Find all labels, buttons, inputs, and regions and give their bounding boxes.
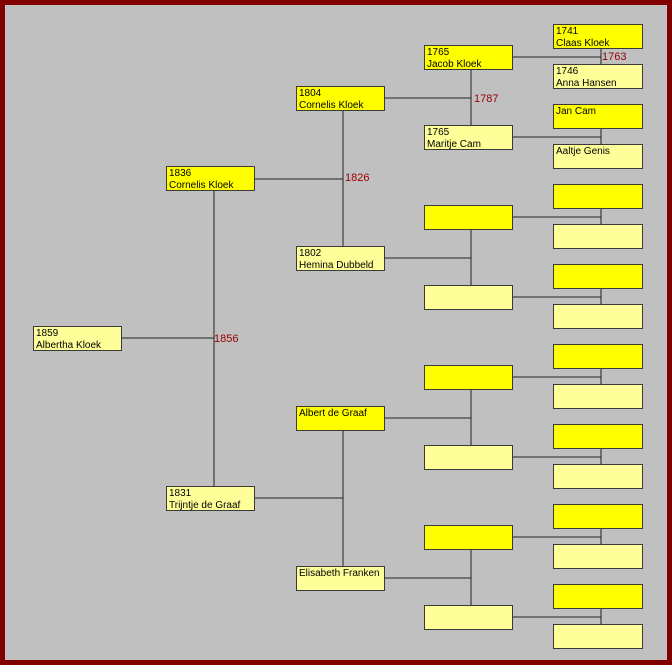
person-year: 1765 <box>427 47 450 58</box>
person-box-jan-cam[interactable]: Jan Cam <box>553 104 643 129</box>
person-box-albertha-kloek[interactable]: 1859 Albertha Kloek <box>33 326 122 351</box>
person-name: Cornelis Kloek <box>169 180 234 191</box>
person-name: Jan Cam <box>556 106 597 117</box>
person-year: 1741 <box>556 26 579 37</box>
person-year: 1746 <box>556 66 579 77</box>
marriage-year: 1826 <box>345 172 370 184</box>
person-box-empty[interactable] <box>553 224 643 249</box>
person-box-elisabeth-franken[interactable]: Elisabeth Franken <box>296 566 385 591</box>
marriage-year: 1763 <box>602 51 627 63</box>
person-box-empty[interactable] <box>424 205 513 230</box>
person-name: Albert de Graaf <box>299 408 367 419</box>
person-box-cornelis-kloek-1804[interactable]: 1804 Cornelis Kloek <box>296 86 385 111</box>
person-box-empty[interactable] <box>424 525 513 550</box>
person-name: Anna Hansen <box>556 78 617 89</box>
person-box-trijntje-de-graaf[interactable]: 1831 Trijntje de Graaf <box>166 486 255 511</box>
person-name: Maritje Cam <box>427 139 481 150</box>
person-box-albert-de-graaf[interactable]: Albert de Graaf <box>296 406 385 431</box>
person-year: 1765 <box>427 127 450 138</box>
person-box-empty[interactable] <box>553 344 643 369</box>
person-box-hemina-dubbeld[interactable]: 1802 Hemina Dubbeld <box>296 246 385 271</box>
person-year: 1802 <box>299 248 322 259</box>
person-box-empty[interactable] <box>553 184 643 209</box>
person-name: Claas Kloek <box>556 38 610 49</box>
person-box-anna-hansen[interactable]: 1746 Anna Hansen <box>553 64 643 89</box>
person-name: Elisabeth Franken <box>299 568 380 579</box>
person-year: 1831 <box>169 488 192 499</box>
person-box-empty[interactable] <box>553 624 643 649</box>
person-box-empty[interactable] <box>553 464 643 489</box>
person-box-empty[interactable] <box>553 264 643 289</box>
person-box-aaltje-genis[interactable]: Aaltje Genis <box>553 144 643 169</box>
person-box-empty[interactable] <box>424 605 513 630</box>
person-name: Albertha Kloek <box>36 340 102 351</box>
person-box-empty[interactable] <box>424 365 513 390</box>
person-box-empty[interactable] <box>553 504 643 529</box>
person-year: 1859 <box>36 328 59 339</box>
person-name: Hemina Dubbeld <box>299 260 374 271</box>
person-box-empty[interactable] <box>553 424 643 449</box>
marriage-year: 1856 <box>214 333 239 345</box>
person-year: 1804 <box>299 88 322 99</box>
person-box-empty[interactable] <box>424 445 513 470</box>
person-box-claas-kloek[interactable]: 1741 Claas Kloek <box>553 24 643 49</box>
person-year: 1836 <box>169 168 192 179</box>
marriage-year: 1787 <box>474 93 499 105</box>
person-name: Jacob Kloek <box>427 59 482 70</box>
person-box-empty[interactable] <box>553 304 643 329</box>
person-box-maritje-cam[interactable]: 1765 Maritje Cam <box>424 125 513 150</box>
person-name: Trijntje de Graaf <box>169 500 241 511</box>
person-box-cornelis-kloek-1836[interactable]: 1836 Cornelis Kloek <box>166 166 255 191</box>
person-box-empty[interactable] <box>553 584 643 609</box>
person-box-empty[interactable] <box>553 544 643 569</box>
person-name: Cornelis Kloek <box>299 100 364 111</box>
person-box-empty[interactable] <box>424 285 513 310</box>
person-name: Aaltje Genis <box>556 146 610 157</box>
person-box-empty[interactable] <box>553 384 643 409</box>
person-box-jacob-kloek[interactable]: 1765 Jacob Kloek <box>424 45 513 70</box>
